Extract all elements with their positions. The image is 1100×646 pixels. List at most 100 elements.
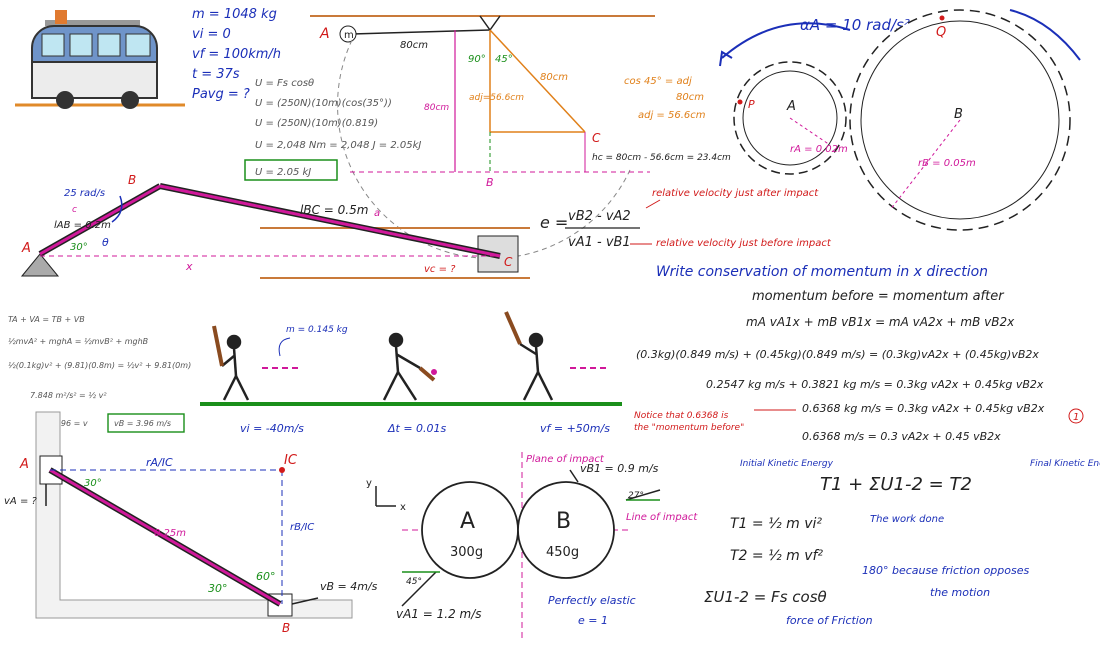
svg-text:(0.3kg)(0.849 m/s) + (0.45kg)(: (0.3kg)(0.849 m/s) + (0.45kg)(0.849 m/s)… [636,348,1039,361]
cos-note: cos 45° = adj 80cm adj = 56.6cm [624,76,706,121]
svg-text:relative velocity just before: relative velocity just before impact [656,238,832,249]
svg-text:U = 2,048 Nm = 2,048 J = 2.05k: U = 2,048 Nm = 2,048 J = 2.05kJ [255,140,421,151]
van-power: Pavg = ? [192,87,250,102]
svg-text:vA1 - vB1: vA1 - vB1 [568,235,631,250]
svg-text:Final Kinetic Energy: Final Kinetic Energy [1030,459,1100,469]
svg-text:90°: 90° [468,54,486,65]
svg-text:U = Fs cosθ: U = Fs cosθ [255,78,314,89]
svg-text:m: m [344,30,354,41]
svg-text:momentum before = momentum aft: momentum before = momentum after [752,289,1005,304]
svg-text:relative velocity just after i: relative velocity just after impact [652,188,819,199]
svg-text:rB = 0.05m: rB = 0.05m [918,158,976,169]
energy-equation: TA + VA = TB + VB ½mvA² + mghA = ½mvB² +… [8,315,191,433]
svg-text:ΣU1-2 = Fs cosθ: ΣU1-2 = Fs cosθ [704,588,827,606]
svg-text:0.6368 kg m/s = 0.3kg vA2x + 0: 0.6368 kg m/s = 0.3kg vA2x + 0.45kg vB2x [802,402,1045,415]
momentum-conservation: Write conservation of momentum in x dire… [634,264,1084,443]
slider-crank-diagram: 25 rad/s c B lAB = 0.2m A 30° θ lBC = 0.… [20,173,530,279]
svg-text:45°: 45° [495,54,513,65]
svg-text:c: c [72,205,77,215]
ladder-ic-diagram: A vA = ? rA/IC IC 30° 0.25m rB/IC 30° 60… [4,411,378,635]
collision-diagram: y x Plane of impact vB1 = 0.9 m/s 27° Li… [366,452,698,640]
svg-text:80cm: 80cm [424,103,449,113]
svg-text:adj = 56.6cm: adj = 56.6cm [638,110,706,121]
svg-text:30°: 30° [208,582,228,595]
svg-text:450g: 450g [546,545,579,560]
svg-text:TA + VA = TB + VB: TA + VA = TB + VB [8,315,85,324]
svg-text:adj=56.6cm: adj=56.6cm [469,93,524,103]
work-calculation: U = Fs cosθ U = (250N)(10m)(cos(35°)) U … [244,78,421,181]
svg-text:vB = 4m/s: vB = 4m/s [320,580,378,593]
svg-text:T2 = ½ m vf²: T2 = ½ m vf² [730,548,823,564]
svg-text:Notice that 0.6368 is: Notice that 0.6368 is [634,411,729,421]
energy-answer: vB = 3.96 m/s [114,419,171,428]
svg-text:y: y [366,478,372,489]
svg-text:vA1 = 1.2 m/s: vA1 = 1.2 m/s [396,607,482,621]
svg-text:Plane of impact: Plane of impact [526,454,605,465]
svg-text:vB2 - vA2: vB2 - vA2 [568,209,631,224]
svg-text:the "momentum before": the "momentum before" [634,423,744,433]
svg-text:vB1 = 0.9 m/s: vB1 = 0.9 m/s [580,462,659,475]
svg-text:mA vA1x + mB vB1x = mA vA2x +: mA vA1x + mB vB1x = mA vA2x + mB vB2x [746,315,1015,329]
svg-text:lBC = 0.5m: lBC = 0.5m [300,203,368,217]
svg-text:A: A [21,241,31,256]
svg-text:Q: Q [936,25,946,40]
svg-text:The work done: The work done [870,514,944,525]
work-energy-notes: Initial Kinetic Energy T1 + ΣU1-2 = T2 F… [704,459,1100,627]
svg-text:a: a [374,208,380,219]
van-time: t = 37s [192,67,240,82]
svg-text:A: A [786,99,796,114]
svg-text:1: 1 [1073,412,1079,423]
gears-diagram: αA = 10 rad/s² Q P A B rA = 0.02m rB = 0… [719,9,1081,231]
svg-text:0.25m: 0.25m [154,528,186,539]
svg-text:30°: 30° [84,478,102,489]
svg-text:80cm: 80cm [400,40,428,51]
svg-text:force of Friction: force of Friction [786,614,873,627]
svg-text:IC: IC [284,453,298,468]
svg-text:vA = ?: vA = ? [4,496,37,507]
svg-text:45°: 45° [406,577,422,587]
svg-text:0.2547 kg m/s + 0.3821 kg m/s: 0.2547 kg m/s + 0.3821 kg m/s = 0.3kg vA… [706,378,1044,391]
svg-text:B: B [954,107,963,122]
svg-text:lAB = 0.2m: lAB = 0.2m [54,220,111,231]
svg-text:A: A [19,457,29,472]
svg-text:P: P [748,98,755,111]
svg-text:√15.696 = v: √15.696 = v [38,419,88,428]
van-given-values: m = 1048 kg vi = 0 vf = 100km/h t = 37s … [192,7,281,102]
svg-text:80cm: 80cm [676,92,704,103]
svg-text:αA = 10 rad/s²: αA = 10 rad/s² [800,16,910,34]
baseball-diagram: m = 0.145 kg vi = -40m/s Δt = 0.01s vf =… [200,311,622,435]
svg-text:vf = +50m/s: vf = +50m/s [540,422,610,435]
svg-text:A: A [460,509,475,534]
svg-text:60°: 60° [256,570,276,583]
svg-text:U = (250N)(10m)(0.819): U = (250N)(10m)(0.819) [255,118,378,129]
svg-text:30°: 30° [70,242,88,253]
van-vf: vf = 100km/h [192,47,281,62]
svg-text:Initial Kinetic Energy: Initial Kinetic Energy [740,459,834,469]
momentum-heading: Write conservation of momentum in x dire… [656,264,988,280]
svg-text:the motion: the motion [930,586,990,599]
svg-text:x: x [400,502,406,513]
svg-text:B: B [486,176,494,189]
svg-text:vc = ?: vc = ? [424,264,456,275]
van-illustration [15,10,185,109]
svg-text:e =: e = [540,213,568,232]
svg-text:0.6368 m/s = 0.3 vA2x + 0.45 v: 0.6368 m/s = 0.3 vA2x + 0.45 vB2x [802,430,1001,443]
svg-text:300g: 300g [450,545,483,560]
svg-text:hc = 80cm - 56.6cm = 23.4cm: hc = 80cm - 56.6cm = 23.4cm [592,153,731,163]
svg-text:cos 45° = adj: cos 45° = adj [624,76,692,87]
svg-text:C: C [504,255,513,269]
pendulum-diagram: m A 80cm 90° 45° 80cm 80cm adj=56.6cm C … [310,15,731,259]
van-vi: vi = 0 [192,27,231,42]
svg-text:e = 1: e = 1 [578,614,608,627]
svg-text:27°: 27° [628,491,644,501]
svg-text:m = 0.145 kg: m = 0.145 kg [286,325,348,335]
svg-text:Line of impact: Line of impact [626,512,698,523]
svg-text:U = (250N)(10m)(cos(35°)): U = (250N)(10m)(cos(35°)) [255,98,392,109]
svg-text:B: B [128,173,136,187]
svg-text:Perfectly elastic: Perfectly elastic [548,594,636,607]
van-mass: m = 1048 kg [192,7,277,22]
work-answer: U = 2.05 kJ [255,167,311,178]
svg-text:rB/IC: rB/IC [290,522,314,533]
svg-text:C: C [592,131,601,145]
svg-text:7.848 m²/s² = ½ v²: 7.848 m²/s² = ½ v² [30,391,107,400]
